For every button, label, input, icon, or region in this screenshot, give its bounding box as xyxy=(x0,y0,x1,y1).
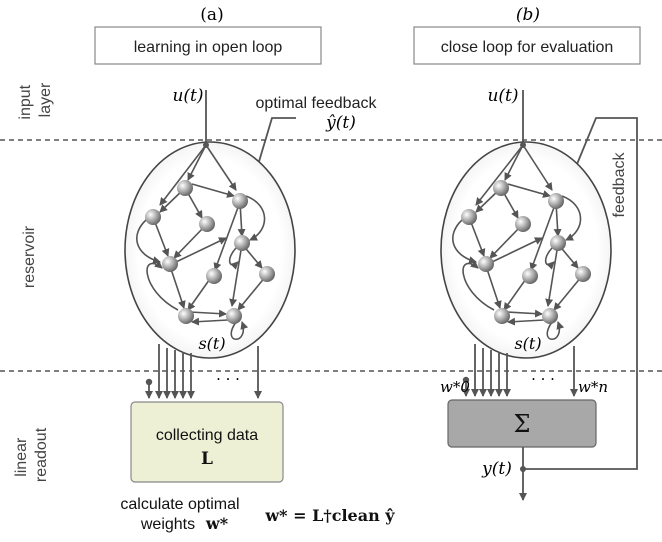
panel-b-reservoir xyxy=(440,141,612,359)
reservoir-node xyxy=(548,193,564,209)
panel-a-state: s(t) xyxy=(198,334,225,353)
reservoir-node xyxy=(515,216,531,232)
panel-b-title-box xyxy=(413,26,641,65)
optimal-weight-formula: w* = L†clean ŷ xyxy=(264,506,395,525)
panel-b-wn: w*n xyxy=(578,378,608,396)
panel-a-title: learning in open loop xyxy=(134,39,283,56)
panel-a-reservoir xyxy=(124,141,296,359)
panel-b-feedback-loop xyxy=(523,117,638,470)
panel-a-readout-line1: collecting data xyxy=(156,427,258,444)
reservoir-node xyxy=(550,235,566,251)
reservoir-node xyxy=(177,180,193,196)
bottom-text-weight: w* xyxy=(205,514,229,533)
readout-layer-label: linear readout xyxy=(13,427,50,482)
panel-b-readout-lines xyxy=(462,344,578,397)
panel-a-label: (a) xyxy=(200,5,223,25)
panel-a-readout-line2: L xyxy=(201,449,213,469)
reservoir-node xyxy=(494,308,510,324)
panel-a-title-box xyxy=(94,26,322,65)
panel-a-dots: · · · xyxy=(216,370,240,388)
reservoir-layer-label: reservoir xyxy=(21,225,38,288)
reservoir-node xyxy=(162,256,178,272)
panel-b-w0: w*0 xyxy=(440,378,470,396)
panel-a-readout-box xyxy=(130,401,284,483)
reservoir-node xyxy=(575,266,591,282)
panel-b-sum-symbol: Σ xyxy=(514,410,531,438)
panel-b-output: y(t) xyxy=(481,459,512,479)
reservoir-node xyxy=(493,180,509,196)
reservoir-node xyxy=(542,308,558,324)
input-layer-label: input layer xyxy=(17,80,54,119)
panel-b-feedback-label: feedback xyxy=(611,152,628,218)
reservoir-node xyxy=(461,209,477,225)
reservoir-node xyxy=(226,308,242,324)
panel-a-readout-lines xyxy=(145,344,262,399)
panel-b-state: s(t) xyxy=(514,334,541,353)
panel-a-feedback-symbol: ŷ(t) xyxy=(325,113,356,133)
reservoir-node xyxy=(259,266,275,282)
reservoir-node xyxy=(234,235,250,251)
reservoir-node xyxy=(522,268,538,284)
bottom-text-line1: calculate optimal xyxy=(120,496,239,513)
panel-a-nodes xyxy=(145,180,275,324)
reservoir-node xyxy=(206,268,222,284)
panel-b-title: close loop for evaluation xyxy=(441,39,614,56)
panel-a-feedback-label: optimal feedback xyxy=(256,95,378,112)
reservoir-node xyxy=(178,308,194,324)
reservoir-node xyxy=(232,193,248,209)
panel-a-input: u(t) xyxy=(172,86,203,106)
reservoir-node xyxy=(199,216,215,232)
bottom-text-line2: weights xyxy=(140,516,195,533)
panel-b-sum-box xyxy=(447,399,597,448)
panel-b-input: u(t) xyxy=(487,86,518,106)
reservoir-node xyxy=(145,209,161,225)
panel-b-label: (b) xyxy=(516,5,540,25)
reservoir-node xyxy=(478,256,494,272)
panel-b-dots: · · · xyxy=(531,370,555,388)
panel-b-nodes xyxy=(461,180,591,324)
